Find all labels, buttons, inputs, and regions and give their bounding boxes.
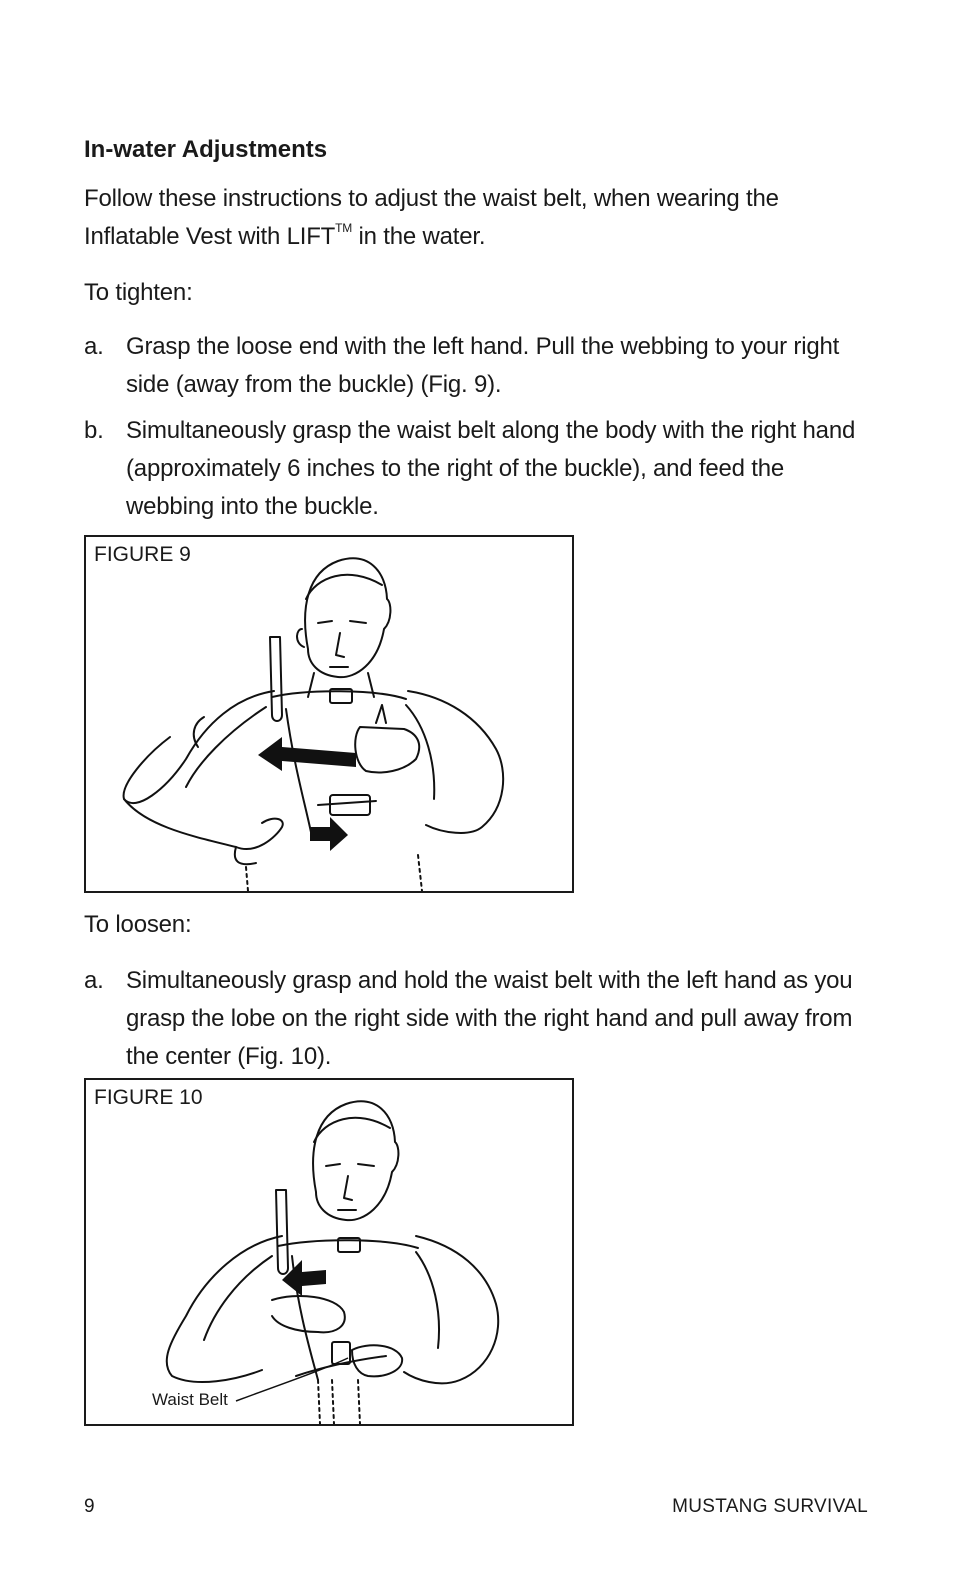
waist-belt-callout: Waist Belt [152,1390,228,1409]
figure-9-illustration [122,557,505,891]
tighten-step-a: a. Grasp the loose end with the left han… [84,328,864,404]
intro-text-end: in the water. [352,223,486,250]
figure-9: FIGURE 9 [84,535,574,893]
step-marker: b. [84,417,104,444]
figure-label: FIGURE 9 [94,543,191,566]
figure-10-illustration [165,1100,500,1424]
intro-paragraph: Follow these instructions to adjust the … [84,180,864,256]
step-text: Simultaneously grasp and hold the waist … [126,967,853,1070]
figure-label: FIGURE 10 [94,1086,203,1109]
page-number: 9 [84,1496,95,1517]
step-marker: a. [84,333,104,360]
loosen-step-a: a. Simultaneously grasp and hold the wai… [84,962,864,1076]
step-text: Grasp the loose end with the left hand. … [126,333,840,398]
figure-10: FIGURE 10 Waist Belt [84,1078,574,1426]
tighten-step-b: b. Simultaneously grasp the waist belt a… [84,412,864,526]
section-heading: In-water Adjustments [84,136,328,163]
footer-brand: MUSTANG SURVIVAL [672,1496,868,1517]
tighten-title: To tighten: [84,279,193,306]
step-marker: a. [84,967,104,994]
loosen-title: To loosen: [84,911,192,938]
trademark-sup: TM [335,221,353,235]
intro-text: Follow these instructions to adjust the … [84,185,779,250]
step-text: Simultaneously grasp the waist belt alon… [126,417,856,520]
